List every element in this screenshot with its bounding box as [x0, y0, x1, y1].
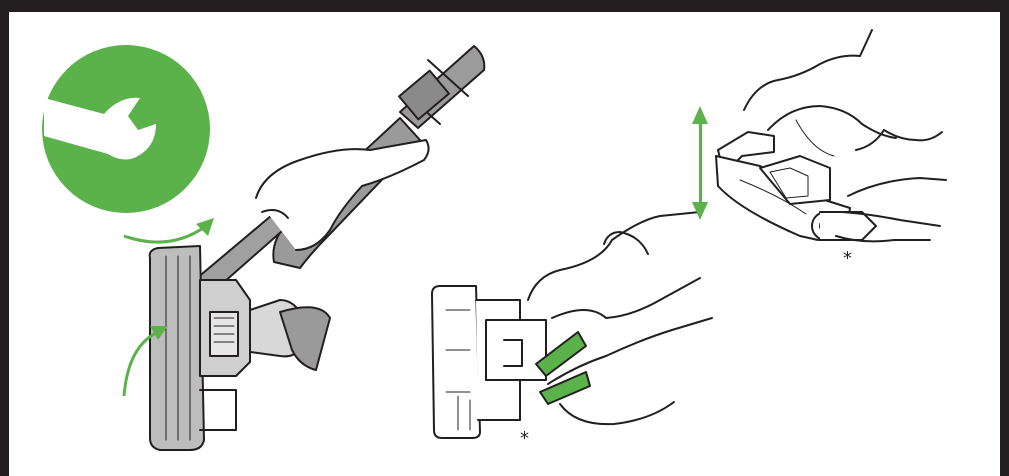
right-border — [1000, 0, 1009, 476]
step-2-open-nozzle-illustration — [431, 211, 713, 439]
wrench-icon — [42, 45, 210, 213]
left-border — [0, 0, 9, 476]
step-3-brush-roll-illustration — [715, 29, 947, 243]
step-1-nozzle-illustration — [148, 45, 486, 451]
step-3-marker: * — [843, 248, 852, 269]
top-border — [0, 0, 1009, 12]
step-2-marker: * — [520, 428, 529, 449]
curved-arrow-icon — [122, 218, 214, 397]
double-arrow-icon — [692, 106, 708, 220]
